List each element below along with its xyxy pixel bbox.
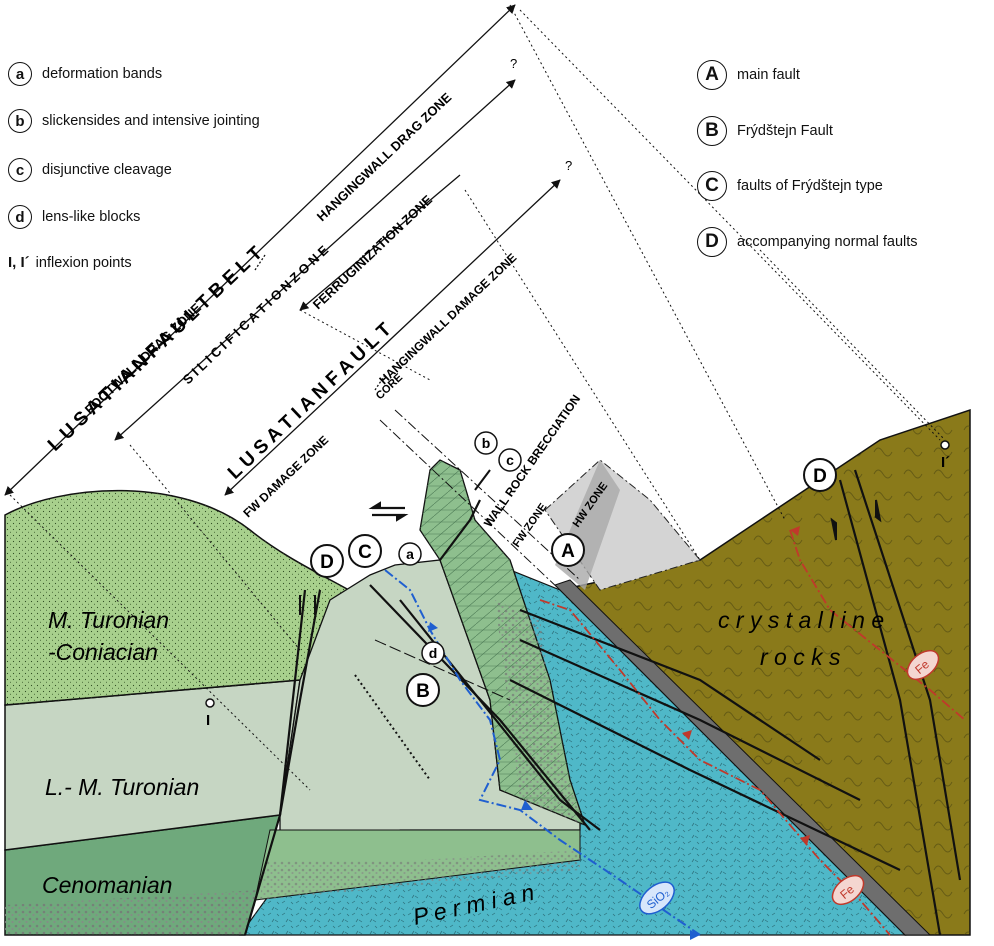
m-turonian-label-2: -Coniacian [48, 639, 158, 665]
legend-label-A: main fault [737, 67, 800, 83]
question-mark-1: ? [510, 56, 517, 71]
footwall-drag-label: FOOTWALL DRAG ZONE [82, 300, 204, 417]
legend-symbol-A: A [697, 60, 727, 90]
inflexion-I2-label: I´ [941, 454, 950, 471]
crystalline-label-1: c r y s t a l l i n e [718, 607, 884, 633]
legend-item-C: C faults of Frýdštejn type [697, 171, 883, 201]
fault-d-right-2 [853, 469, 962, 881]
legend-symbol-a: a [8, 62, 32, 86]
legend-item-B: B Frýdštejn Fault [697, 116, 833, 146]
legend-symbol-B: B [697, 116, 727, 146]
fault-splay-3 [519, 638, 861, 801]
fault-A-marker: A [561, 541, 575, 562]
fault-D-marker-right: D [813, 466, 827, 487]
feature-b-marker: b [482, 435, 491, 451]
legend-symbol-D: D [697, 227, 727, 257]
hw-damage-label: HANGINGWALL DAMAGE ZONE [376, 251, 519, 388]
legend-label-b: slickensides and intensive jointing [42, 113, 260, 129]
legend-item-inflexion: I, I´ inflexion points [8, 254, 132, 271]
fw-zone-label: FW ZONE [511, 501, 550, 549]
legend-symbol-c: c [8, 158, 32, 182]
legend-label-a: deformation bands [42, 66, 163, 82]
legend-label-d: lens-like blocks [42, 209, 141, 225]
legend-label-C: faults of Frýdštejn type [737, 178, 883, 194]
legend-symbol-b: b [8, 109, 32, 133]
cenomanian-label: Cenomanian [42, 872, 172, 898]
feature-c-marker: c [506, 452, 514, 468]
legend-label-c: disjunctive cleavage [42, 162, 172, 178]
sio2-front-line [384, 569, 701, 936]
legend-symbol-inflexion: I, I´ [8, 254, 30, 271]
legend-item-A: A main fault [697, 60, 800, 90]
fault-internal [439, 499, 481, 561]
fault-C-marker: C [358, 542, 372, 563]
fault-B-marker: B [416, 681, 430, 702]
legend-item-b: b slickensides and intensive jointing [8, 109, 260, 133]
fault-b [369, 584, 591, 831]
feature-a-marker: a [406, 546, 414, 562]
fault-d-right-1 [838, 479, 942, 936]
crystalline-label-2: r o c k s [760, 644, 841, 670]
legend-symbol-d: d [8, 205, 32, 229]
legend-label-B: Frýdštejn Fault [737, 123, 833, 139]
question-mark-2: ? [565, 158, 572, 173]
m-turonian-label-1: M. Turonian [48, 607, 169, 633]
main-fault-band [554, 579, 932, 936]
lm-turonian-label: L.- M. Turonian [45, 774, 199, 800]
legend-label-D: accompanying normal faults [737, 234, 918, 250]
feature-d-marker: d [429, 645, 438, 661]
fault-d-left-2 [278, 589, 322, 816]
fault-splay-1 [399, 599, 601, 831]
inflexion-I-label: I [206, 712, 210, 729]
fault-D-marker-left: D [320, 552, 334, 573]
legend-item-D: D accompanying normal faults [697, 227, 918, 257]
legend-label-inflexion: inflexion points [35, 254, 132, 271]
fe-front-line [789, 529, 966, 721]
legend-symbol-C: C [697, 171, 727, 201]
fault-splay-4 [509, 679, 901, 871]
legend-item-a: a deformation bands [8, 62, 162, 86]
fault-splay-2 [519, 608, 821, 761]
legend-item-c: c disjunctive cleavage [8, 158, 172, 182]
legend-item-d: d lens-like blocks [8, 205, 140, 229]
